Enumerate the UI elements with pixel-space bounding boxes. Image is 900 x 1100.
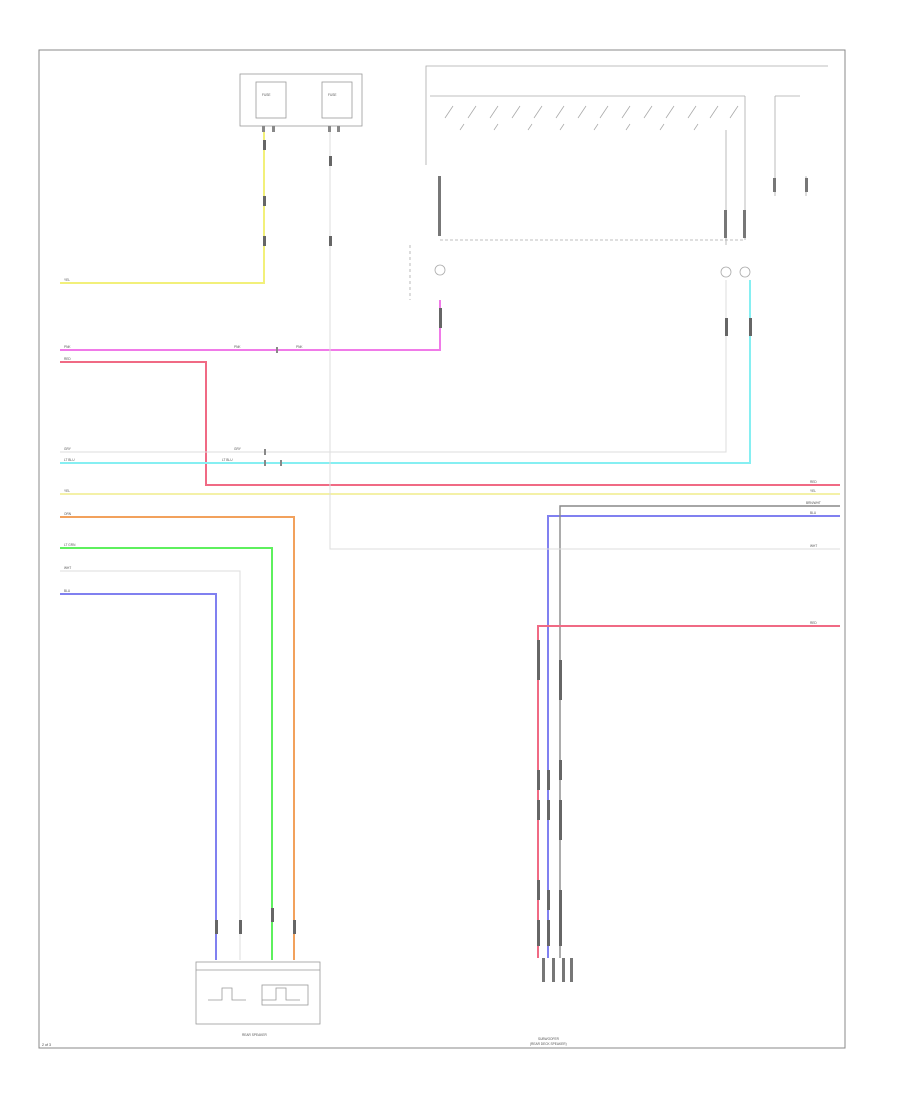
switch-module-connectors <box>438 176 808 238</box>
fuse-left-label: FUSE <box>262 93 271 97</box>
left-label-wht: WHT <box>64 566 71 570</box>
wire-ground-gray <box>329 132 840 550</box>
wire-blue <box>60 593 217 960</box>
left-label-ltblu: LT BLU <box>64 458 75 462</box>
subwoofer-caption: SUBWOOFER <box>538 1037 560 1041</box>
left-label-gry: GRY <box>64 447 72 451</box>
mid-label-pnk: PNK <box>234 345 241 349</box>
wire-sub-red <box>537 625 840 958</box>
right-label-yel: YEL <box>810 489 816 493</box>
fuse-block <box>239 73 363 127</box>
fuse-right-label: FUSE <box>328 93 337 97</box>
switch-module <box>409 65 828 300</box>
left-label-ltgrn: LT GRN <box>64 543 76 547</box>
mid-label-gry: GRY <box>234 447 242 451</box>
wire-gray <box>60 280 727 453</box>
wire-group <box>60 132 840 960</box>
left-label-yel: YEL <box>64 278 70 282</box>
wire-white <box>60 570 241 960</box>
left-label-yel2: YEL <box>64 489 70 493</box>
subwoofer-connector <box>542 958 573 982</box>
right-label-red: RED <box>810 480 817 484</box>
wire-red <box>60 361 840 486</box>
right-label-wht: WHT <box>810 544 817 548</box>
page-number: 2 of 3 <box>42 1043 51 1047</box>
right-label-brnwht: BRN/WHT <box>806 501 821 505</box>
left-label-blu: BLU <box>64 589 71 593</box>
wire-cyan <box>60 280 751 464</box>
wire-splices <box>264 347 282 466</box>
fuse-block-pins <box>262 126 340 132</box>
wire-sub-dark <box>559 505 840 958</box>
wire-sub-blue <box>547 515 840 958</box>
right-label-red2: RED <box>810 621 817 625</box>
left-label-red: RED <box>64 357 71 361</box>
rear-speaker <box>195 961 321 1025</box>
left-label-pnk: PNK <box>64 345 71 349</box>
right-label-blu: BLU <box>810 511 817 515</box>
rear-speaker-caption: REAR SPEAKER <box>242 1033 267 1037</box>
wire-pink <box>60 300 441 351</box>
wire-connectors <box>215 140 752 946</box>
diagram-frame <box>38 49 846 1049</box>
wire-orange <box>60 516 295 960</box>
wire-green <box>60 547 273 960</box>
subwoofer-caption-2: (REAR DECK SPEAKER) <box>530 1042 567 1046</box>
mid-label-ltblu: LT BLU <box>222 458 233 462</box>
wire-yellow <box>60 132 265 284</box>
left-label-orn: ORN <box>64 512 72 516</box>
mid-label-pnk2: PNK <box>296 345 303 349</box>
